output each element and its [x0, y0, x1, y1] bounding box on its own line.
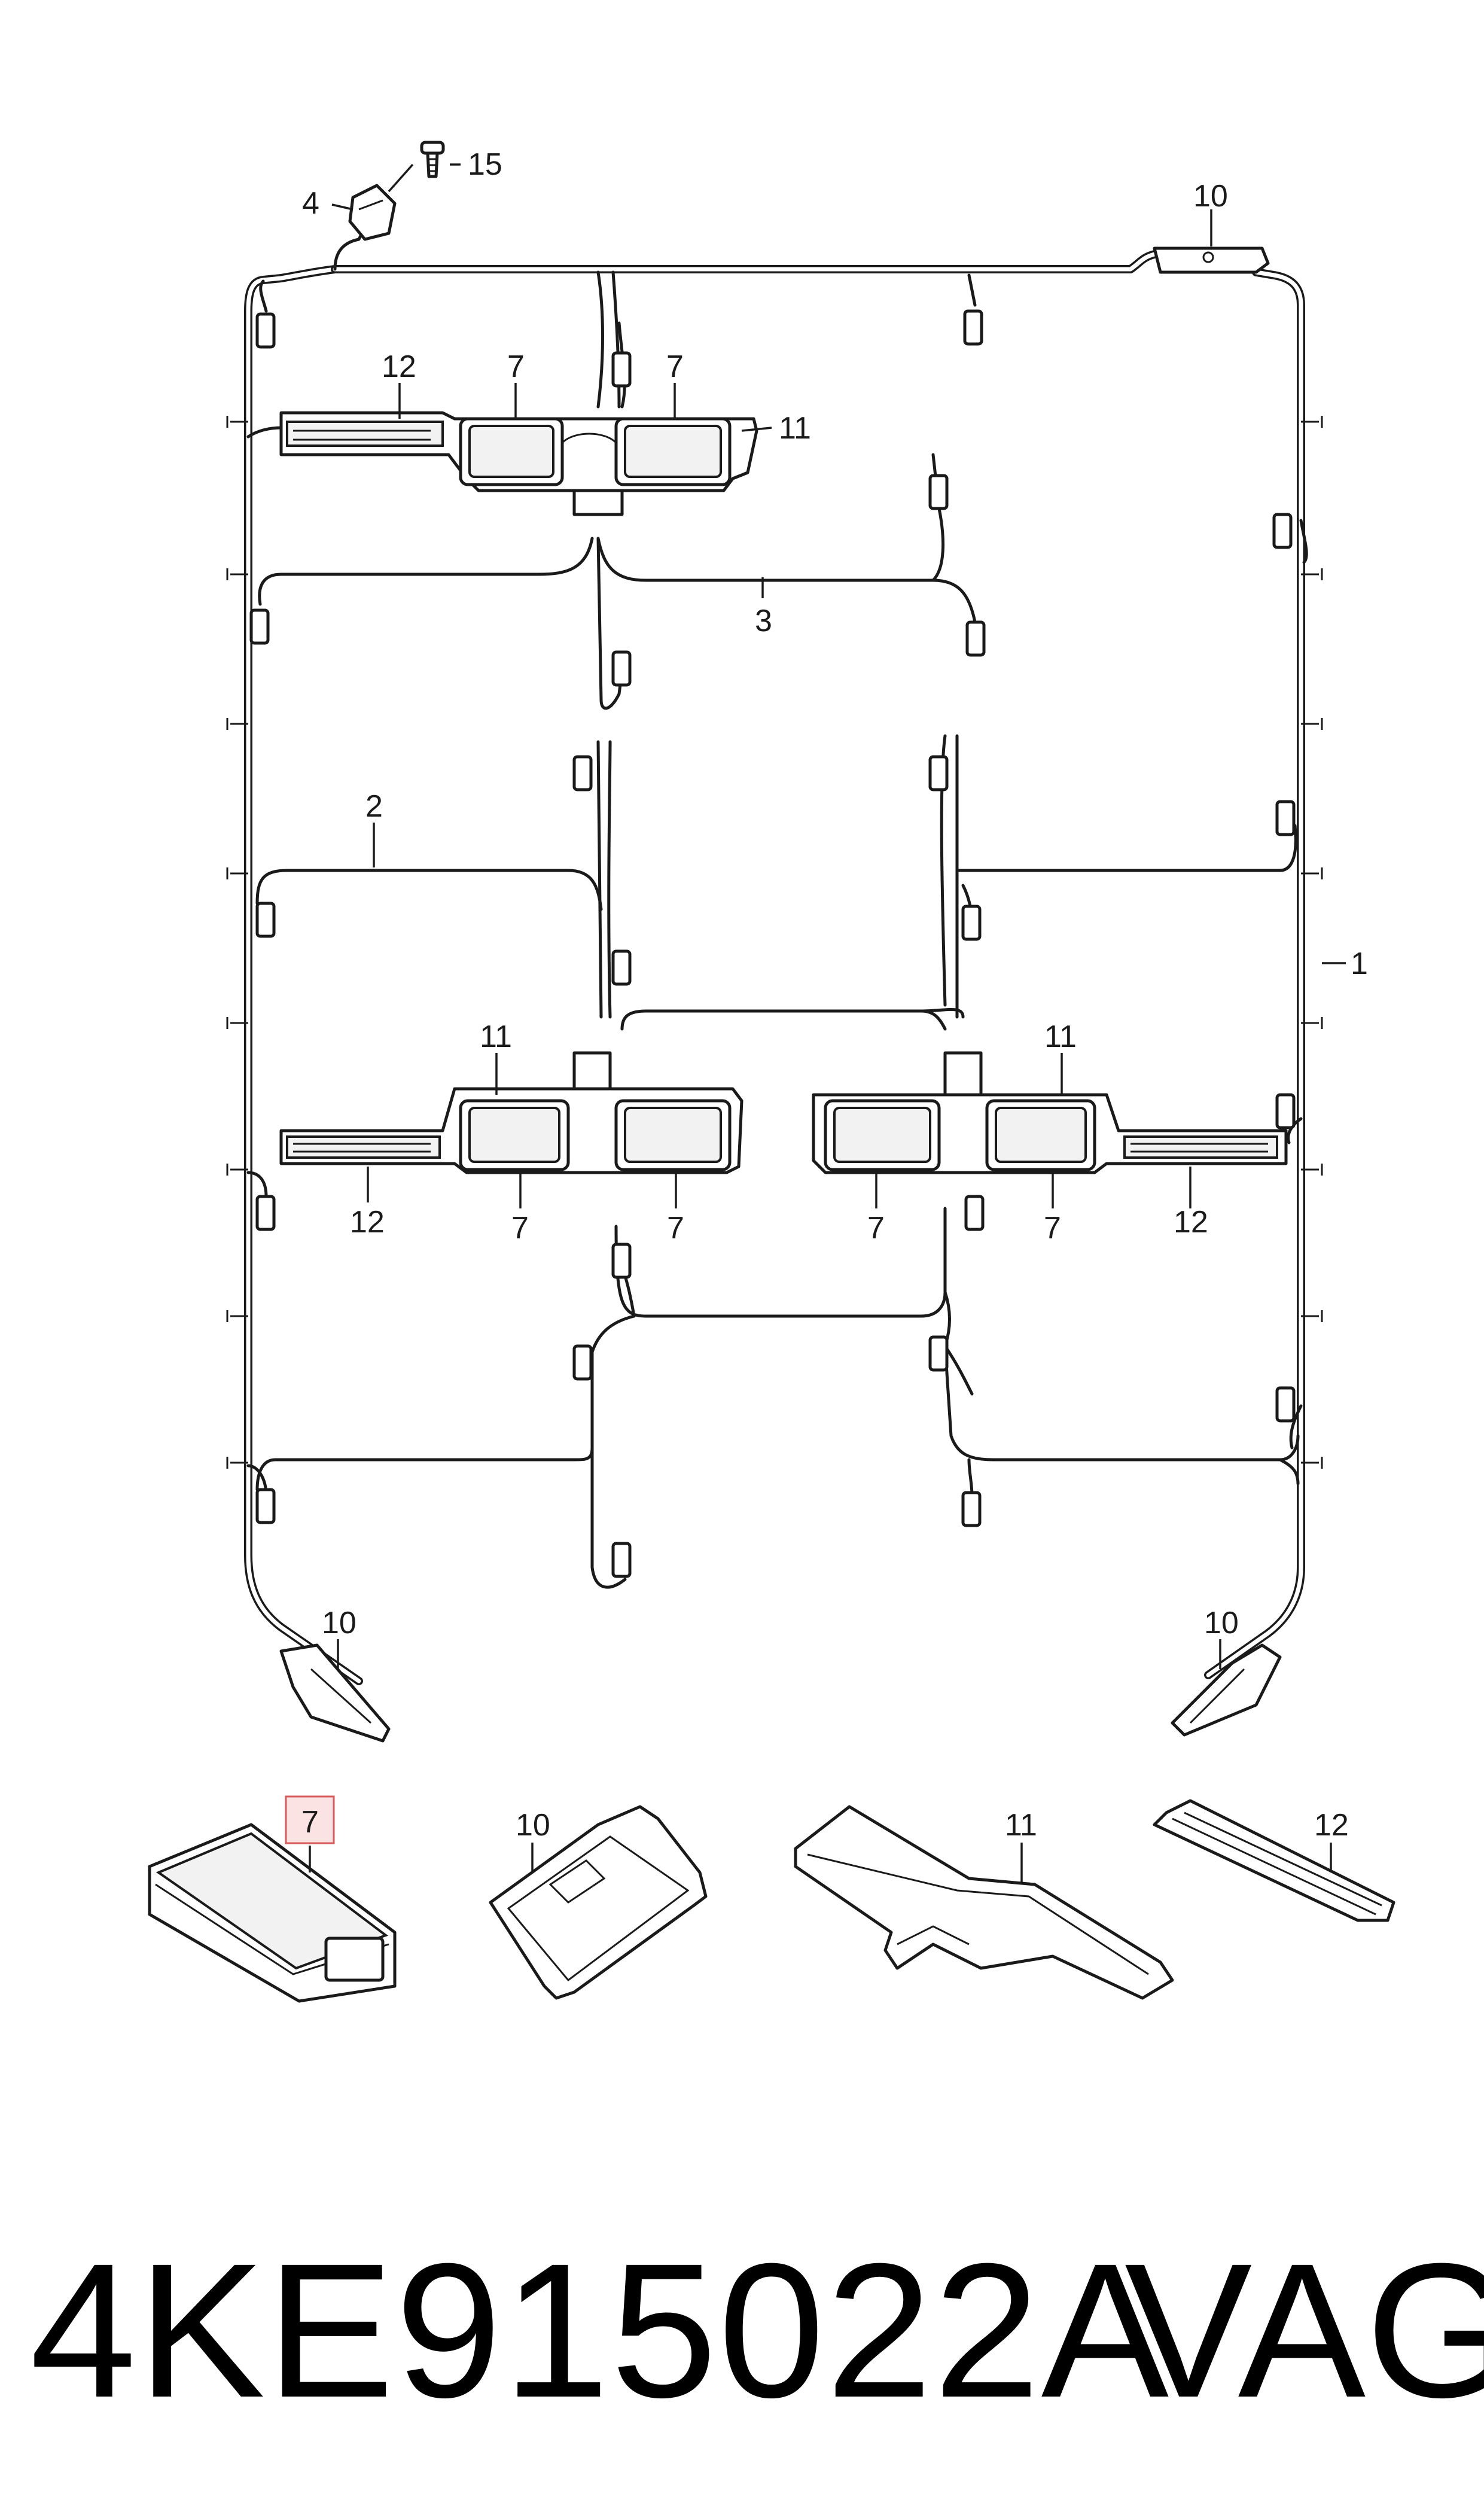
part-number: 4KE915022A [30, 2223, 1171, 2437]
plug-connectors [249, 309, 1296, 1578]
top-right-bracket [1153, 246, 1270, 274]
callout-7-top-b: 7 [666, 349, 684, 384]
left-speaker-assembly [279, 1051, 743, 1174]
part-12-rail [1153, 1799, 1395, 1922]
callout-12-left: 12 [350, 1205, 385, 1240]
callout-7-top-a: 7 [507, 349, 525, 384]
parts-callout-7: 7 [301, 1805, 319, 1840]
leader-lines [309, 163, 1346, 1884]
right-speaker-assembly [812, 1051, 1288, 1174]
bottom-left-bracket [279, 1643, 391, 1743]
callout-12-top: 12 [382, 349, 416, 384]
callout-15: 15 [468, 147, 502, 182]
main-harness-cable [226, 250, 1323, 1685]
part-11-carrier [794, 1805, 1174, 2000]
callout-11-top: 11 [779, 411, 811, 446]
callout-7-right-a: 7 [867, 1211, 885, 1246]
callout-10-top: 10 [1193, 179, 1228, 214]
callout-3: 3 [755, 604, 772, 638]
part-7-speaker [148, 1823, 397, 2003]
parts-callout-11: 11 [1005, 1808, 1037, 1843]
screw-part-15 [420, 141, 445, 178]
callout-1: 1 [1351, 946, 1368, 981]
callout-4: 4 [302, 186, 319, 221]
brand-name: VAG [1125, 2223, 1484, 2437]
callout-11-left: 11 [480, 1019, 512, 1054]
callout-11-right: 11 [1044, 1019, 1077, 1054]
highlight-box-7 [285, 1795, 335, 1844]
callout-2: 2 [365, 789, 383, 824]
callout-7-left-a: 7 [511, 1211, 529, 1246]
callout-7-right-b: 7 [1044, 1211, 1061, 1246]
callout-10-right: 10 [1204, 1606, 1239, 1640]
callout-7-left-b: 7 [667, 1211, 684, 1246]
callout-10-left: 10 [322, 1606, 356, 1640]
top-speaker-assembly [279, 411, 758, 516]
callout-labels: 15 4 10 12 7 7 11 3 2 1 11 11 12 7 7 7 7… [301, 147, 1368, 1843]
parts-callout-10: 10 [516, 1808, 550, 1843]
part-10-bracket [489, 1805, 708, 2000]
callout-12-right: 12 [1174, 1205, 1208, 1240]
parts-callout-12: 12 [1314, 1808, 1349, 1843]
clip-part-4 [348, 184, 397, 241]
branch-wires [246, 214, 1308, 1589]
bottom-right-bracket [1171, 1643, 1282, 1737]
